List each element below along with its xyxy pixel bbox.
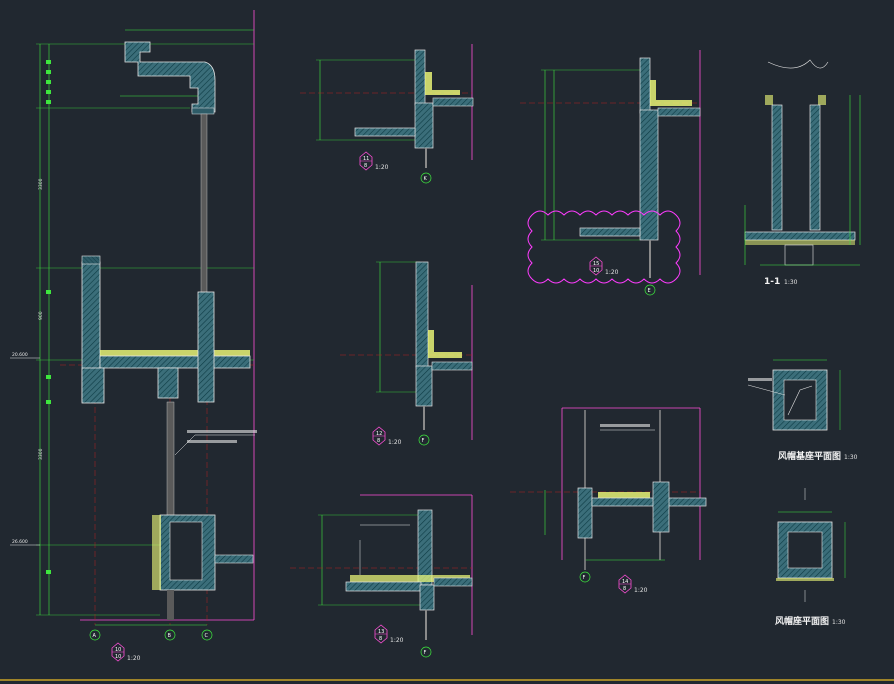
- svg-text:C: C: [205, 633, 209, 639]
- svg-text:900: 900: [38, 311, 44, 320]
- svg-text:11: 11: [363, 156, 369, 162]
- axis-bubble-f-12: F: [418, 434, 430, 446]
- svg-text:1:20: 1:20: [127, 655, 141, 662]
- plan-scale: 1:30: [832, 619, 846, 626]
- plan-vent-cap: 风帽座平面图 1:30: [775, 488, 846, 627]
- detail-tag-14[interactable]: 14 8 1:20: [618, 574, 648, 594]
- svg-text:10: 10: [593, 268, 599, 274]
- svg-text:12: 12: [376, 431, 382, 437]
- detail-13: F 13 8 1:20: [290, 494, 473, 658]
- svg-text:1:20: 1:20: [390, 637, 404, 644]
- detail-tag-13[interactable]: 13 8 1:20: [374, 624, 404, 644]
- plan-title: 风帽基座平面图: [778, 450, 841, 462]
- axis-bubble-b: B: [164, 629, 176, 641]
- plan-scale: 1:30: [844, 454, 858, 461]
- svg-text:8: 8: [377, 438, 380, 444]
- svg-text:F: F: [422, 438, 425, 444]
- svg-text:3300: 3300: [38, 448, 44, 460]
- svg-text:B: B: [168, 633, 172, 639]
- svg-text:10: 10: [115, 654, 121, 660]
- axis-bubble-e: E: [644, 284, 656, 296]
- detail-tag-11[interactable]: 11 8 1:20: [359, 151, 389, 171]
- elevation-label: 20.600: [12, 352, 28, 358]
- revision-cloud: [527, 210, 681, 284]
- axis-bubble-k: K: [420, 172, 432, 184]
- detail-11: K 11 8 1:20: [300, 44, 474, 184]
- svg-text:15: 15: [593, 261, 599, 267]
- svg-text:E: E: [648, 288, 651, 294]
- section-1-1: 1-1 1:30: [744, 59, 861, 287]
- svg-text:10: 10: [115, 647, 121, 653]
- detail-15: E 15 10 1:20: [520, 50, 701, 296]
- axis-bubble-a: A: [89, 629, 101, 641]
- axis-bubble-f-13: F: [420, 646, 432, 658]
- elevation-label: 26.600: [12, 539, 28, 545]
- svg-text:8: 8: [379, 636, 382, 642]
- svg-text:1:20: 1:20: [605, 269, 619, 276]
- svg-text:8: 8: [623, 586, 626, 592]
- svg-text:K: K: [424, 176, 428, 182]
- axis-bubble-f-14: F: [579, 571, 591, 583]
- svg-text:13: 13: [378, 629, 384, 635]
- svg-text:3300: 3300: [38, 178, 44, 190]
- svg-text:1:20: 1:20: [375, 164, 389, 171]
- svg-text:8: 8: [364, 163, 367, 169]
- svg-text:F: F: [583, 575, 586, 581]
- section-scale: 1:30: [784, 279, 798, 286]
- detail-10: 3300 900 3300 20.600 26.600: [10, 10, 257, 662]
- detail-tag-15[interactable]: 15 10 1:20: [589, 256, 619, 276]
- svg-text:14: 14: [622, 579, 628, 585]
- svg-text:1:20: 1:20: [634, 587, 648, 594]
- detail-14: F 14 8 1:20: [510, 407, 707, 594]
- svg-text:1:20: 1:20: [388, 439, 402, 446]
- detail-tag-12[interactable]: 12 8 1:20: [372, 426, 402, 446]
- plan-vent-cap-base: 风帽基座平面图 1:30: [747, 359, 858, 462]
- svg-text:F: F: [424, 650, 427, 656]
- axis-bubble-c: C: [201, 629, 213, 641]
- detail-12: F 12 8 1:20: [340, 261, 473, 446]
- section-title: 1-1: [764, 277, 780, 287]
- detail-tag-10[interactable]: 10 10 1:20: [111, 642, 141, 662]
- svg-text:A: A: [93, 633, 97, 639]
- plan-title: 风帽座平面图: [775, 615, 829, 627]
